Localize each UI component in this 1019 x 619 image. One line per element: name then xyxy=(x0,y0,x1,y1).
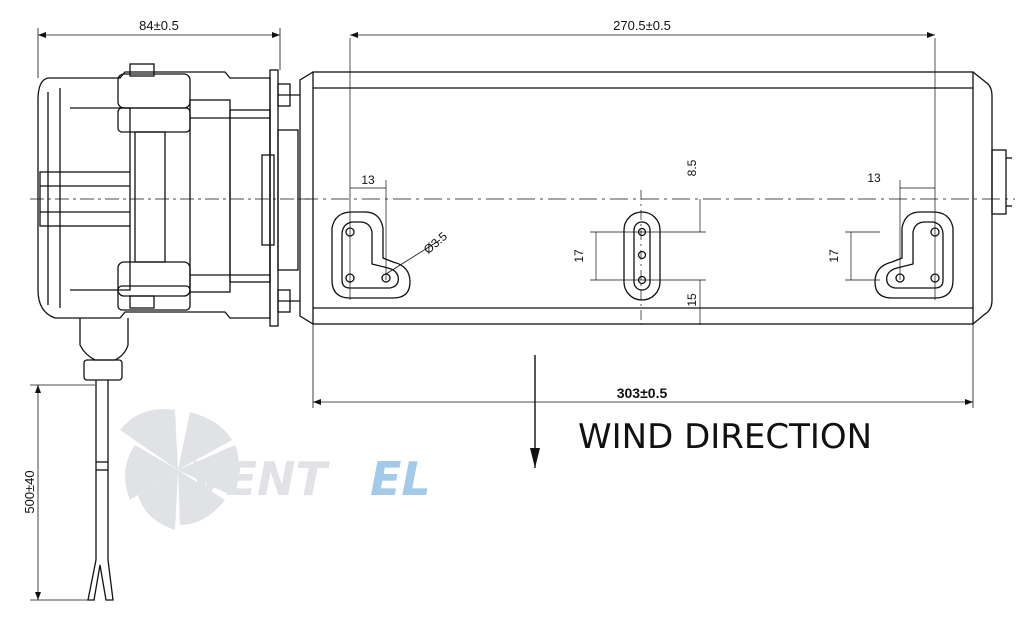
dim-center-lower: 15 xyxy=(685,293,699,307)
dim-overall-length: 303±0.5 xyxy=(617,385,668,401)
dim-hole-diameter: Ø3.5 xyxy=(421,229,450,257)
dim-slot-offset-left: 13 xyxy=(361,173,375,187)
watermark: VENT EL xyxy=(120,409,431,530)
blower-housing xyxy=(299,32,1015,468)
dim-motor-depth: 84±0.5 xyxy=(139,18,179,33)
fan-logo-icon xyxy=(120,409,239,530)
dim-slot-height-center: 17 xyxy=(572,249,586,263)
motor-side-view xyxy=(30,28,310,601)
wind-direction-label: WIND DIRECTION xyxy=(578,417,872,457)
dim-center-upper: 8.5 xyxy=(685,159,699,176)
watermark-brand-b: EL xyxy=(370,452,431,506)
dim-slot-offset-right: 13 xyxy=(867,171,881,185)
watermark-brand-a: VENT xyxy=(190,452,331,506)
dim-slot-height-right: 17 xyxy=(827,249,841,263)
dim-cable-length: 500±40 xyxy=(22,470,37,513)
dim-hole-spacing: 270.5±0.5 xyxy=(613,18,671,33)
